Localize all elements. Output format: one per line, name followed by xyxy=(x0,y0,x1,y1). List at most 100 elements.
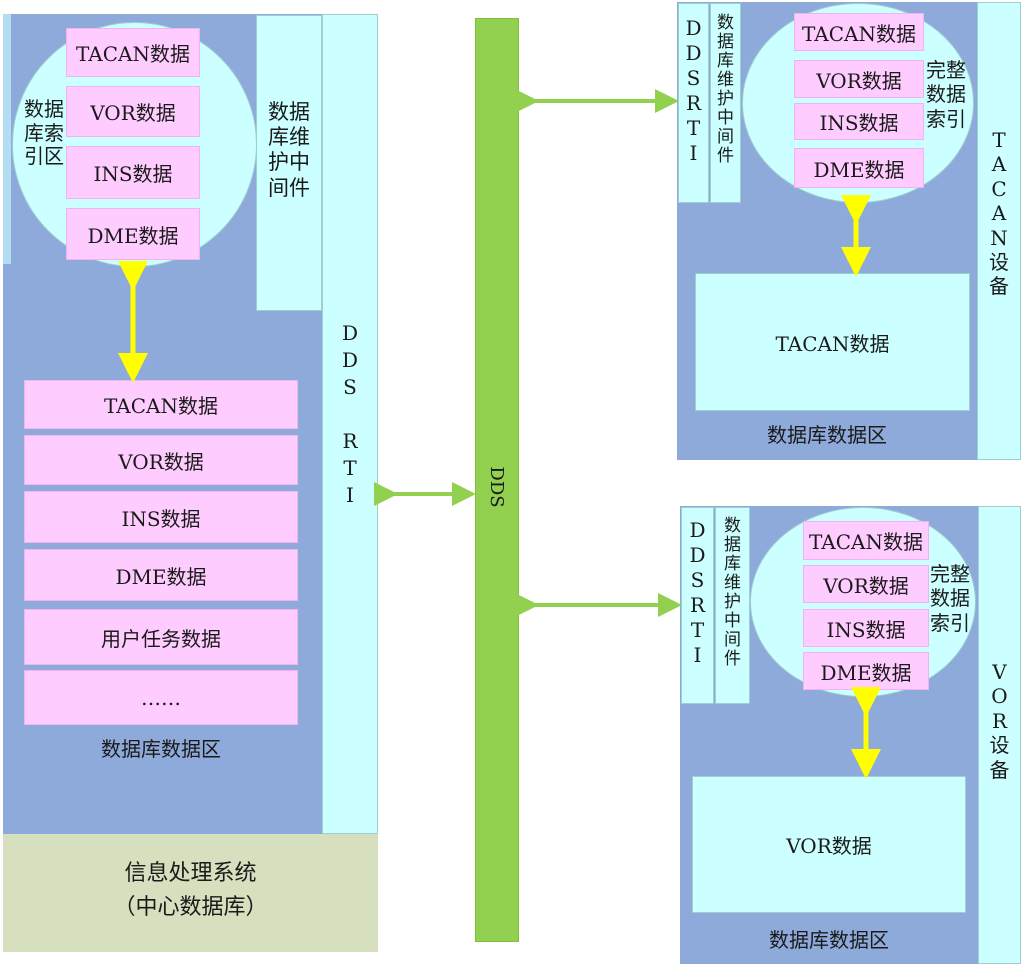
vor-index-item: DME数据 xyxy=(803,652,929,690)
vor-device-strip xyxy=(978,506,1021,964)
tacan-device-char: 备 xyxy=(989,274,1009,299)
dds-rti-char: D xyxy=(341,321,359,345)
vor-device-char: 备 xyxy=(989,757,1010,782)
tacan-middleware-label: 数据库维护中间件 xyxy=(710,13,741,167)
tacan-index-item: TACAN数据 xyxy=(794,13,924,51)
data-item: …… xyxy=(24,670,298,725)
vor-index-label-line: 索引 xyxy=(930,610,970,635)
tacan-device-strip xyxy=(977,2,1021,460)
middleware-box xyxy=(256,15,322,311)
tacan-middleware-char: 维 xyxy=(717,70,734,91)
dds-rti-char: R xyxy=(342,429,358,453)
tacan-middleware-char: 护 xyxy=(717,89,734,110)
vor-device-char: 设 xyxy=(989,733,1010,758)
tacan-rti-char: T xyxy=(686,116,701,140)
middleware-label-line: 库维 xyxy=(268,125,310,150)
dds-rti-box xyxy=(322,14,378,834)
index-item: INS数据 xyxy=(66,146,200,199)
tacan-index-item: VOR数据 xyxy=(794,60,924,98)
dds-bus xyxy=(475,18,519,942)
dds-rti-char: I xyxy=(346,483,354,507)
vor-device-char: O xyxy=(991,684,1008,709)
vor-rti-char: D xyxy=(689,543,706,567)
vor-rti-char: R xyxy=(689,593,706,617)
dds-rti-char: S xyxy=(343,375,357,399)
tacan-middleware-char: 件 xyxy=(717,146,734,167)
vor-data-area-label: 数据库数据区 xyxy=(769,927,889,952)
left-system-footer xyxy=(3,834,378,952)
data-item: TACAN数据 xyxy=(24,380,298,429)
tacan-index-item: INS数据 xyxy=(794,103,924,140)
dds-rti-char: D xyxy=(341,348,359,372)
vor-rti-char: T xyxy=(690,618,705,642)
vor-data-box: VOR数据 xyxy=(692,776,966,913)
middleware-label-line: 间件 xyxy=(268,175,310,200)
tacan-device-char: C xyxy=(991,176,1007,201)
data-item: VOR数据 xyxy=(24,435,298,485)
vor-rti-char: S xyxy=(690,568,705,592)
index-item: VOR数据 xyxy=(66,86,200,137)
middleware-label-line: 护中 xyxy=(268,150,310,175)
vor-device-char: V xyxy=(992,660,1007,684)
data-item: DME数据 xyxy=(24,549,298,601)
dds-rti-char: T xyxy=(343,456,357,480)
left-edge-strip xyxy=(3,14,11,264)
vor-middleware-char: 护 xyxy=(724,592,741,613)
vor-middleware-box xyxy=(715,507,750,704)
tacan-device-char: N xyxy=(990,225,1008,250)
vor-middleware-char: 件 xyxy=(724,649,741,670)
vor-index-item: INS数据 xyxy=(803,609,929,647)
dds-bus-label: DDS xyxy=(486,466,508,508)
tacan-middleware-char: 间 xyxy=(717,127,734,148)
tacan-device-char: T xyxy=(992,128,1006,152)
vor-middleware-label: 数据库维护中间件 xyxy=(715,516,750,670)
vor-device-char: R xyxy=(991,708,1008,733)
vor-index-label-line: 数据 xyxy=(930,586,970,611)
tacan-data-box: TACAN数据 xyxy=(695,273,970,411)
vor-middleware-char: 库 xyxy=(724,554,741,575)
data-item: 用户任务数据 xyxy=(24,609,298,665)
tacan-index-label-line: 数据 xyxy=(926,82,966,107)
tacan-index-label: 完整数据索引 xyxy=(922,58,970,131)
vor-index-item: TACAN数据 xyxy=(803,521,929,560)
data-item: INS数据 xyxy=(24,491,298,543)
tacan-index-item: DME数据 xyxy=(794,148,924,188)
tacan-middleware-box xyxy=(710,3,741,203)
index-area-label-line3: 引区 xyxy=(24,144,64,169)
tacan-device-char: A xyxy=(991,152,1007,177)
middleware-label: 数据 库维 护中 间件 xyxy=(258,100,320,201)
vor-index-label: 完整数据索引 xyxy=(926,562,974,635)
vor-middleware-char: 间 xyxy=(724,630,741,651)
vor-index-item: VOR数据 xyxy=(803,565,929,603)
tacan-data-area-label: 数据库数据区 xyxy=(767,422,887,447)
tacan-rti-char: D xyxy=(685,16,702,40)
middleware-label-line: 数据 xyxy=(268,100,310,124)
tacan-device-char: 设 xyxy=(989,249,1009,274)
vor-middleware-char: 数 xyxy=(724,516,741,536)
index-item: TACAN数据 xyxy=(66,28,200,77)
vor-rti-char: D xyxy=(689,518,706,542)
tacan-middleware-char: 据 xyxy=(717,32,734,53)
tacan-rti-char: S xyxy=(686,66,701,90)
index-area-label: 数据 库索 引区 xyxy=(20,97,68,169)
system-subtitle: （中心数据库） xyxy=(113,895,268,920)
vor-middleware-char: 据 xyxy=(724,535,741,556)
tacan-middleware-char: 库 xyxy=(717,51,734,72)
tacan-index-label-line: 完整 xyxy=(926,58,966,82)
system-name: 信息处理系统 xyxy=(124,861,257,886)
tacan-rti-char: R xyxy=(685,91,702,115)
tacan-middleware-char: 中 xyxy=(717,108,734,129)
vor-index-label-line: 完整 xyxy=(930,562,970,586)
tacan-middleware-char: 数 xyxy=(717,13,734,33)
vor-rti-char: I xyxy=(693,643,702,667)
tacan-device-char: A xyxy=(991,201,1007,226)
tacan-rti-char: D xyxy=(685,41,702,65)
tacan-rti-char: I xyxy=(689,141,698,165)
index-area-label-line1: 数据 xyxy=(24,97,64,121)
index-area-label-line2: 库索 xyxy=(24,120,64,145)
